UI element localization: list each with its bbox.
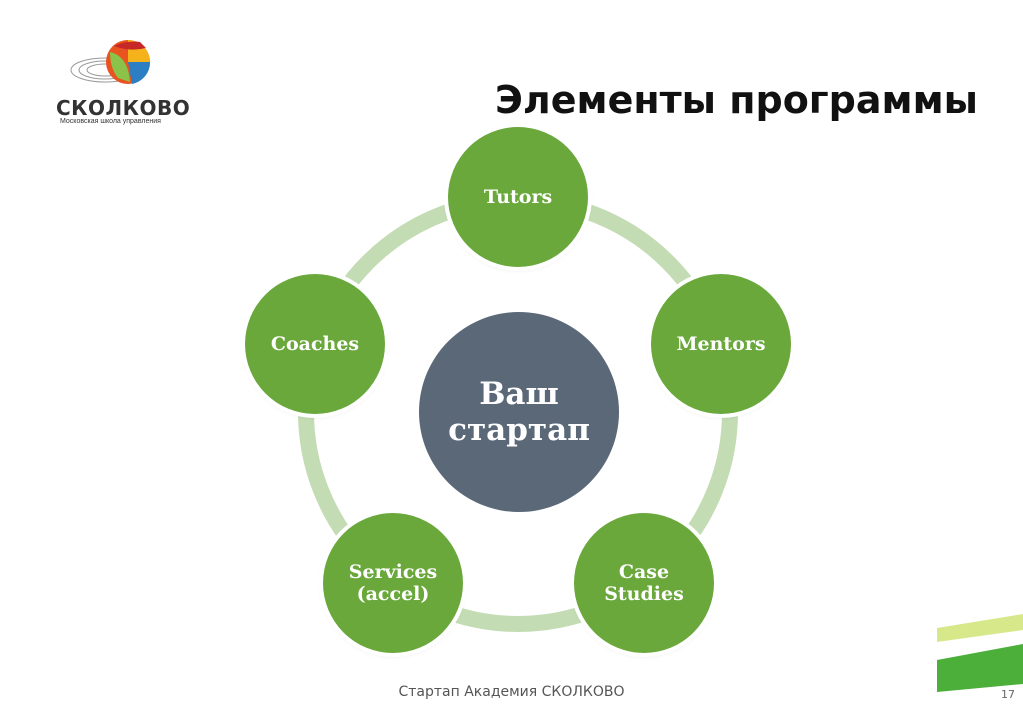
- node-coaches-label: Coaches: [270, 333, 360, 355]
- skolkovo-logo-icon: [70, 40, 151, 84]
- page-title: Элементы программы: [495, 78, 978, 122]
- node-coaches: Coaches: [245, 274, 385, 414]
- logo-name: СКОЛКОВО: [56, 96, 191, 120]
- center-node-label: Ваш стартап: [448, 376, 590, 448]
- logo-subtitle: Московская школа управления: [60, 118, 161, 125]
- page-number: 17: [1001, 688, 1015, 701]
- node-case-studies: Case Studies: [574, 513, 714, 653]
- node-services: Services (accel): [323, 513, 463, 653]
- node-tutors: Tutors: [448, 127, 588, 267]
- node-tutors-label: Tutors: [483, 186, 553, 208]
- skolkovo-logo: СКОЛКОВО Московская школа управления: [50, 38, 200, 133]
- node-mentors: Mentors: [651, 274, 791, 414]
- footer-text: Стартап Академия СКОЛКОВО: [398, 684, 625, 700]
- center-node: Ваш стартап: [419, 312, 619, 512]
- corner-decoration: [937, 614, 1023, 692]
- node-mentors-label: Mentors: [676, 333, 766, 355]
- node-services-label: Services (accel): [348, 561, 438, 605]
- node-case-studies-label: Case Studies: [604, 561, 684, 605]
